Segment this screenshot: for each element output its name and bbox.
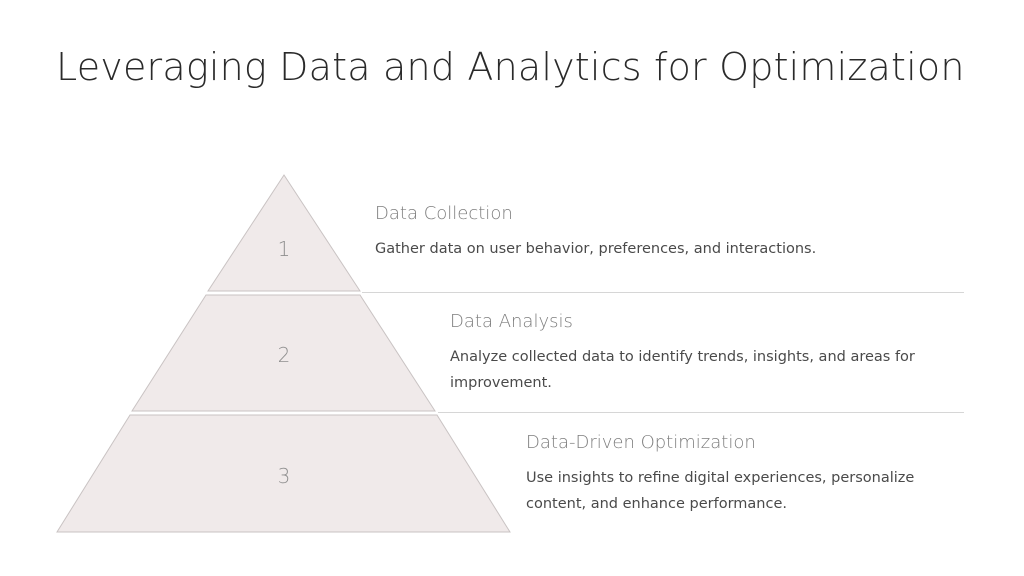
slide-title: Leveraging Data and Analytics for Optimi… <box>56 45 965 89</box>
step-3: Data-Driven Optimization Use insights to… <box>526 431 936 517</box>
step-title-2: Data Analysis <box>450 311 573 332</box>
tier-number-2: 2 <box>278 343 291 367</box>
pyramid-tier-1 <box>207 174 361 292</box>
step-2: Data Analysis Analyze collected data to … <box>450 310 930 396</box>
tier-number-1: 1 <box>278 237 291 261</box>
step-description-1: Gather data on user behavior, preference… <box>375 241 817 257</box>
step-title-3: Data-Driven Optimization <box>526 432 756 453</box>
pyramid-tier-2 <box>131 294 436 412</box>
step-title-1: Data Collection <box>375 203 513 224</box>
step-description-3: Use insights to refine digital experienc… <box>526 470 915 512</box>
tier-number-3: 3 <box>278 464 291 488</box>
step-1: Data Collection Gather data on user beha… <box>375 202 955 262</box>
step-description-2: Analyze collected data to identify trend… <box>450 349 915 391</box>
pyramid-tier-3 <box>56 414 511 533</box>
